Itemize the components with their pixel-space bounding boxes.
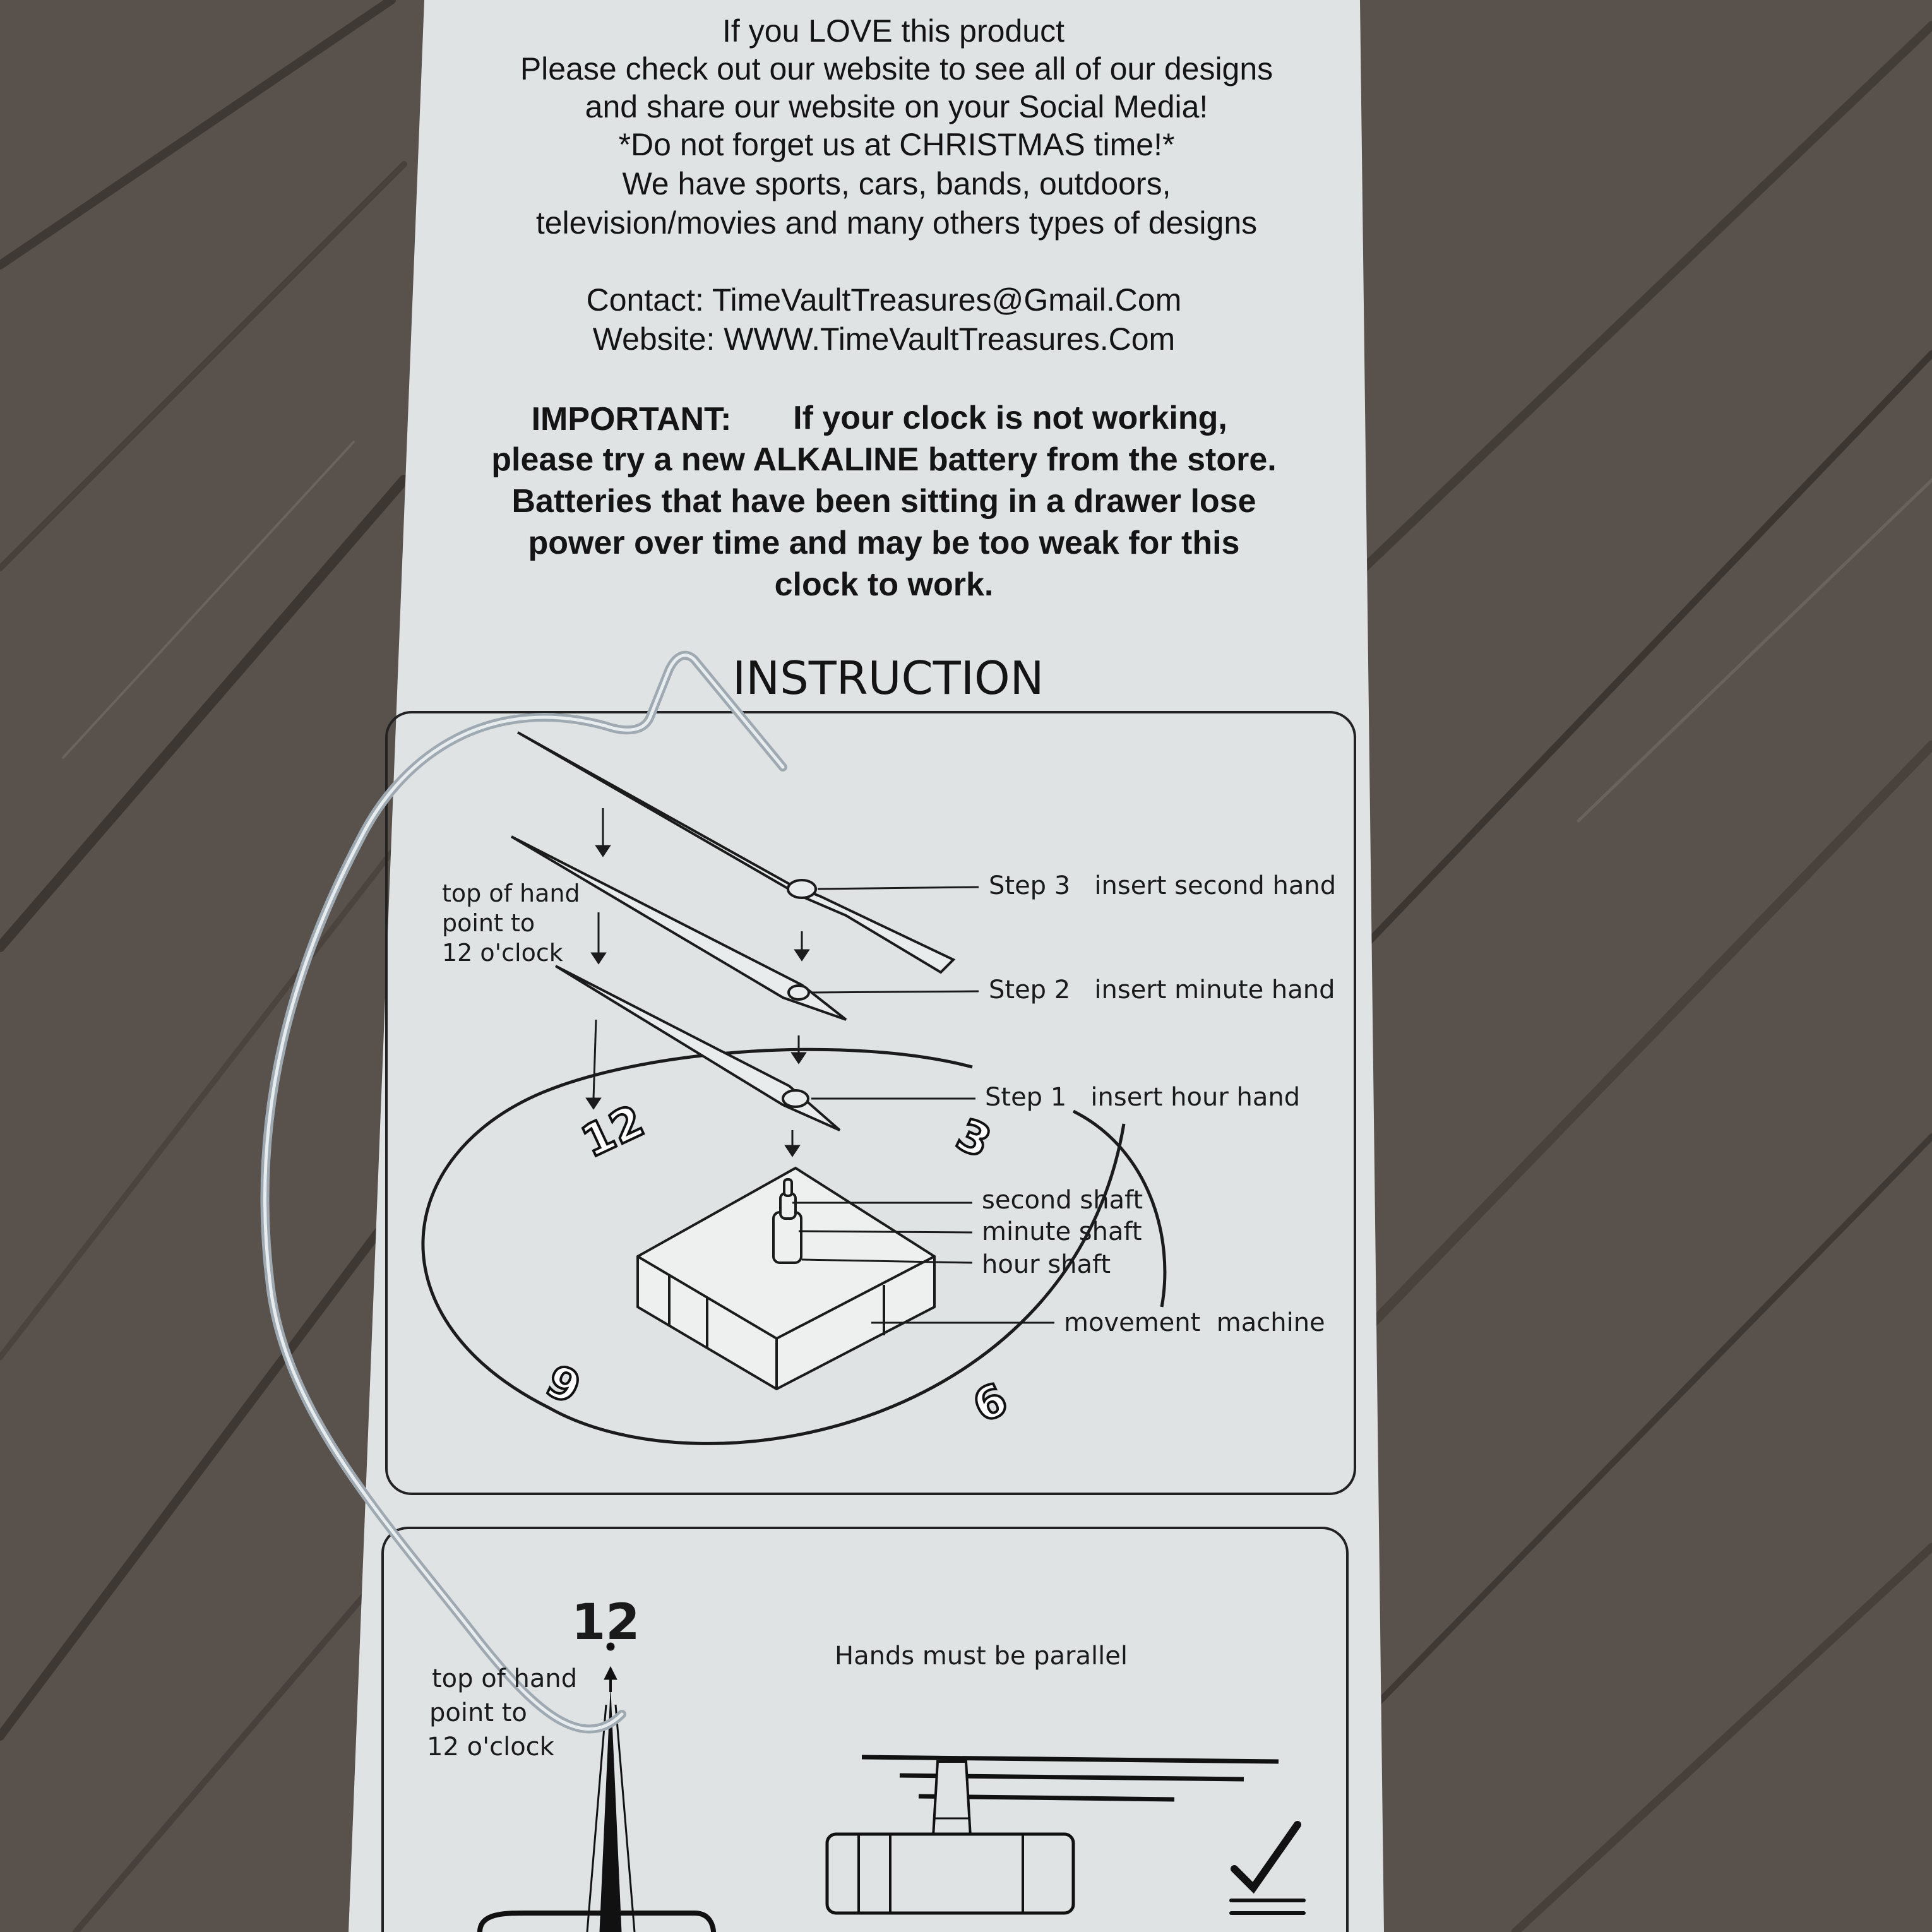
promo-line-5: We have sports, cars, bands, outdoors, bbox=[622, 166, 1171, 201]
step3-label: Step 3 insert second hand bbox=[989, 871, 1337, 900]
important-line-2: please try a new ALKALINE battery from t… bbox=[491, 441, 1277, 478]
instruction-card bbox=[349, 0, 1384, 1932]
diagram-frame-parallel bbox=[381, 1527, 1349, 1932]
twelve-marker: 12 bbox=[571, 1594, 640, 1651]
instruction-title: INSTRUCTION bbox=[732, 652, 1044, 705]
minute-hand bbox=[510, 835, 847, 1021]
movement-machine bbox=[636, 1166, 936, 1391]
important-line-4: power over time and may be too weak for … bbox=[528, 525, 1240, 561]
movement-machine-label: movement machine bbox=[1064, 1308, 1325, 1337]
second-shaft-label: second shaft bbox=[982, 1186, 1143, 1215]
clock-dial-arc-right bbox=[1072, 1109, 1167, 1308]
promo-line-1: If you LOVE this product bbox=[722, 13, 1064, 49]
hour-shaft-label: hour shaft bbox=[982, 1250, 1111, 1279]
leader-lines bbox=[792, 886, 1054, 1324]
assembly-arrows bbox=[585, 808, 810, 1157]
website-url: Website: WWW.TimeVaultTreasures.Com bbox=[592, 321, 1176, 357]
hand-note2-line-1: top of hand bbox=[432, 1664, 578, 1693]
hand-note-line-2: point to bbox=[442, 909, 535, 937]
check-mark-icon bbox=[1229, 1821, 1306, 1915]
hour-hand bbox=[554, 965, 841, 1131]
promo-line-2: Please check out our website to see all … bbox=[520, 51, 1273, 86]
important-line-1: If your clock is not working, bbox=[793, 400, 1227, 436]
hand-note2-line-2: point to bbox=[429, 1698, 527, 1727]
important-label: IMPORTANT: bbox=[531, 401, 732, 438]
promo-line-6: television/movies and many others types … bbox=[535, 205, 1258, 241]
hand-note2-line-3: 12 o'clock bbox=[427, 1732, 554, 1762]
important-line-5: clock to work. bbox=[774, 566, 994, 603]
step2-label: Step 2 insert minute hand bbox=[989, 975, 1335, 1005]
contact-email: Contact: TimeVaultTreasures@Gmail.Com bbox=[586, 282, 1182, 318]
important-line-3: Batteries that have been sitting in a dr… bbox=[511, 483, 1256, 520]
diagram-frame-assembly bbox=[385, 711, 1356, 1495]
parallel-hands-illustration bbox=[825, 1755, 1279, 1915]
diagram2-hand bbox=[477, 1642, 716, 1932]
promo-line-3: and share our website on your Social Med… bbox=[585, 89, 1208, 124]
hand-note-line-1: top of hand bbox=[442, 880, 580, 907]
clock-hands bbox=[510, 731, 956, 1131]
minute-shaft-label: minute shaft bbox=[982, 1217, 1142, 1246]
step1-label: Step 1 insert hour hand bbox=[985, 1083, 1301, 1112]
promo-line-4: *Do not forget us at CHRISTMAS time!* bbox=[618, 127, 1175, 162]
hanging-wire-highlight bbox=[263, 653, 785, 1731]
hand-note-line-3: 12 o'clock bbox=[442, 939, 563, 967]
parallel-caption: Hands must be parallel bbox=[835, 1642, 1128, 1671]
